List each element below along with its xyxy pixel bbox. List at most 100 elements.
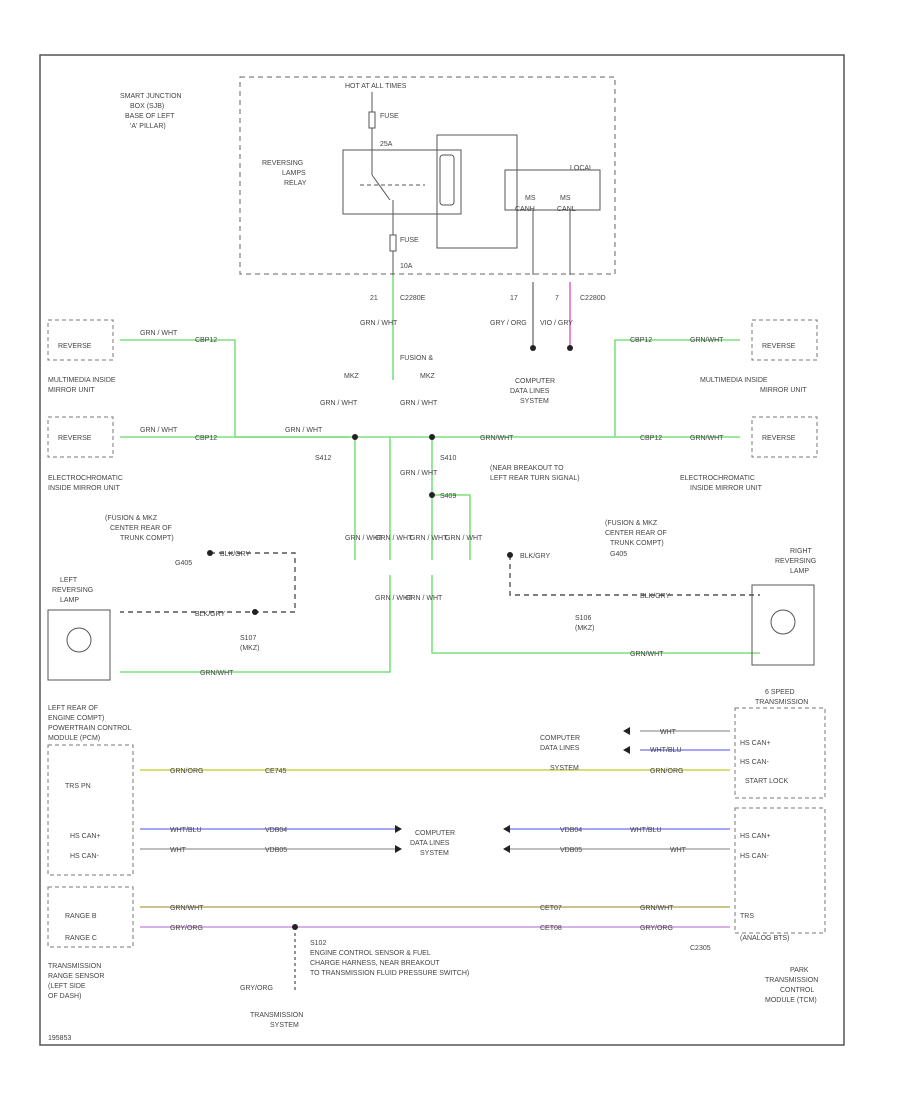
trans-hscan-h: HS CAN+: [740, 740, 771, 747]
ground-left-label-4: G405: [175, 560, 192, 567]
pin-7: 7: [555, 295, 559, 302]
ms-left: MS: [525, 195, 536, 202]
ground-right-label-4: G405: [610, 551, 627, 558]
pcm-hscan-l: HS CAN-: [70, 853, 99, 860]
splice-canl: [567, 345, 573, 351]
connector-c2305: C2305: [690, 945, 711, 952]
cds-right-label-3: SYSTEM: [550, 765, 579, 772]
left-mirror-mid-label: ELECTROCHROMATIC: [48, 475, 123, 482]
arrow-trans-canl-icon: [623, 727, 630, 735]
tcm-canl-circuit: VDB05: [560, 847, 582, 854]
cds-right-label-1: COMPUTER: [540, 735, 580, 742]
s102-note-1: ENGINE CONTROL SENSOR & FUEL: [310, 950, 431, 957]
ground-right-label-3: TRUNK COMPT): [610, 540, 664, 547]
arrow-canh-left-icon: [395, 825, 402, 833]
splice-s107: [252, 609, 258, 615]
left-mirror-top-rev: REVERSE: [58, 343, 92, 350]
left-lamp-label-2: REVERSING: [52, 587, 93, 594]
ground-wires: [120, 552, 760, 613]
arrow-canh-right-icon: [503, 825, 510, 833]
trs-sensor-label-4: OF DASH): [48, 993, 81, 1000]
ground-right-wire-label: BLK/GRY: [520, 553, 551, 560]
fuse-top-icon: [368, 111, 376, 129]
can-right: CANL: [557, 206, 576, 213]
s102-note-2: CHARGE HARNESS, NEAR BREAKOUT: [310, 960, 440, 967]
fusion-label: FUSION &: [400, 355, 433, 362]
left-lamp-label-1: LEFT: [60, 577, 78, 584]
trs-pn-right-label: GRN/ORG: [650, 768, 683, 775]
connector-c2280e: C2280E: [400, 295, 426, 302]
sjb-outline: [239, 76, 616, 275]
ground-right-point: [507, 552, 513, 558]
start-lock-label: START LOCK: [745, 778, 789, 785]
arrow-trans-canh-icon: [623, 746, 630, 754]
connector-c2280d: C2280D: [580, 295, 606, 302]
right-mirror-top-wire: [614, 339, 740, 437]
pcm-canh-circuit: VDB04: [265, 827, 287, 834]
right-mirror-top-rev: REVERSE: [762, 343, 796, 350]
ground-left-label-3: TRUNK COMPT): [120, 535, 174, 542]
fuse-top-amp: 25A: [380, 141, 393, 148]
fuse-bottom-icon: [389, 234, 397, 252]
s107-label-2: (MKZ): [240, 645, 259, 652]
right-mirror-mid-box: [751, 416, 818, 458]
left-mirror-top-box: [47, 319, 114, 361]
feed-wire-label: GRN / WHT: [360, 320, 398, 327]
left-lamp-drop-label: GRN / WHT: [375, 595, 413, 602]
can-left: CANH: [515, 206, 535, 213]
splice-s412: [352, 434, 358, 440]
splice-canh: [530, 345, 536, 351]
splice-s409-label: S409: [440, 493, 456, 500]
relay-label-1: REVERSING: [262, 160, 303, 167]
mkz-label-left: MKZ: [344, 373, 360, 380]
trans-system-label-1: TRANSMISSION: [250, 1012, 303, 1019]
cds-bottom-label-1: COMPUTER: [415, 830, 455, 837]
right-lamp-ground-label: BLK/GRY: [640, 593, 671, 600]
hot-label: HOT AT ALL TIMES: [345, 83, 407, 90]
ground-left-label-1: (FUSION & MKZ: [105, 515, 158, 522]
wire-label-grn-wht-1: GRN / WHT: [140, 330, 178, 337]
wire-label-cbp12-1: CBP12: [195, 337, 217, 344]
bundle-label-4: GRN / WHT: [445, 535, 483, 542]
right-wire-cbp12-2: CBP12: [640, 435, 662, 442]
range-c-wire-label: GRY/ORG: [170, 925, 203, 932]
six-speed-label: 6 SPEED: [765, 689, 795, 696]
left-lamp-wire-label: BLK/GRY: [195, 611, 226, 618]
left-lamp-feed-label: GRN/WHT: [200, 670, 234, 677]
ground-left-label-2: CENTER REAR OF: [110, 525, 172, 532]
trs-sensor-box: [47, 886, 134, 948]
splice-s409: [429, 492, 435, 498]
left-mirror-top-wire: [120, 339, 350, 438]
right-ground-wire: [509, 555, 760, 596]
drop-wire-4-label: GRN / WHT: [400, 470, 438, 477]
smart-junction-box: HOT AT ALL TIMES SMART JUNCTION BOX (SJB…: [120, 76, 616, 302]
arrow-canl-right-icon: [503, 845, 510, 853]
trs-circuit-label: CE745: [265, 768, 287, 775]
pcm-label-1: LEFT REAR OF: [48, 705, 98, 712]
pcm-canh-wire-label: WHT/BLU: [170, 827, 202, 834]
tcm-canl-wire-label: WHT: [670, 847, 687, 854]
right-lamp-box: [751, 584, 815, 666]
relay-label-3: RELAY: [284, 180, 307, 187]
tcm-analog-label: (ANALOG BTS): [740, 935, 789, 942]
s410-note-1: (NEAR BREAKOUT TO: [490, 465, 564, 472]
tcm-label-2: TRANSMISSION: [765, 977, 818, 984]
wire-label-cbp12-2: CBP12: [195, 435, 217, 442]
splice-s412-label: S412: [315, 455, 331, 462]
trans-system-label-2: SYSTEM: [270, 1022, 299, 1029]
local-label: LOCAL: [570, 165, 593, 172]
right-lamp-feed-wire: [431, 575, 760, 654]
right-wire-cbp12-1: CBP12: [630, 337, 652, 344]
bundle-label-1: GRN / WHT: [345, 535, 383, 542]
right-mirror-top-label: MULTIMEDIA INSIDE: [700, 377, 768, 384]
wire-label-grn-wht-2: GRN / WHT: [140, 427, 178, 434]
right-mirror-mid-label: ELECTROCHROMATIC: [680, 475, 755, 482]
footer-code: 195853: [48, 1035, 71, 1042]
arrow-canl-left-icon: [395, 845, 402, 853]
pcm-label-3: POWERTRAIN CONTROL: [48, 725, 132, 732]
left-mirror-top-label: MULTIMEDIA INSIDE: [48, 377, 116, 384]
right-mirror-mid-label-2: INSIDE MIRROR UNIT: [690, 485, 763, 492]
transmission-box: [734, 707, 826, 799]
cds-top-label-1: COMPUTER: [515, 378, 555, 385]
right-lamp-bulb-icon: [770, 609, 796, 635]
